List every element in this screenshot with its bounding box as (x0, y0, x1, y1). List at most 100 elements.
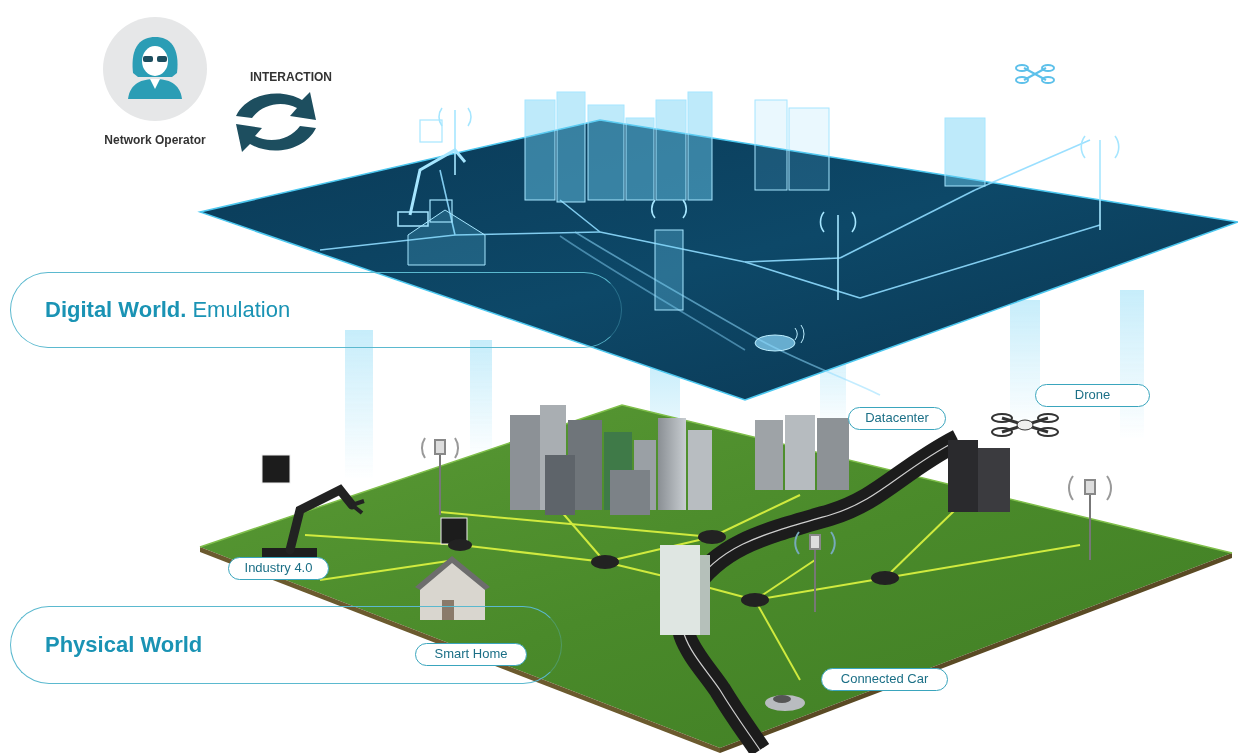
network-link (305, 535, 460, 545)
drone (1038, 414, 1058, 422)
interaction-arrows (236, 92, 316, 120)
node-label: Network Operator (95, 133, 215, 147)
ground-plane (200, 405, 1232, 753)
digital-plane (200, 120, 1238, 400)
drone (992, 428, 1012, 436)
skyscraper (510, 405, 712, 515)
digital-drone (1016, 77, 1028, 83)
cell-tower (422, 438, 1111, 612)
digital-drone (1016, 65, 1054, 83)
digital-building (655, 230, 683, 310)
skyscraper (510, 415, 540, 510)
robot-arm (262, 455, 364, 570)
network-link (885, 510, 955, 578)
digital-building (789, 108, 829, 190)
datacenter-building (817, 418, 849, 490)
robot-arm (262, 455, 290, 483)
digital-drone (1042, 65, 1054, 71)
device-tag: Connected Car (821, 668, 948, 691)
digital-car (755, 325, 804, 351)
drone (992, 414, 1012, 422)
interaction-arrows (236, 92, 316, 152)
digital-building (557, 92, 585, 202)
band-subtitle: Emulation (192, 297, 290, 323)
person-icon (128, 37, 182, 99)
digital-link (745, 258, 840, 262)
datacenter-building (785, 415, 815, 490)
network-link (460, 545, 605, 562)
light-beam (1010, 300, 1040, 430)
network-link (755, 600, 800, 680)
digital-tower (837, 215, 839, 300)
node-label: Drone (1075, 387, 1110, 402)
device-tag: Datacenter (848, 407, 946, 430)
datacenter-building (978, 448, 1010, 512)
device-tag: Industry 4.0 (228, 557, 329, 580)
network-switch (698, 530, 726, 544)
digital-link (840, 190, 975, 258)
network-switch (871, 571, 899, 585)
digital-tower (454, 110, 456, 175)
band-heading: Digital World. (45, 297, 186, 323)
network-link (560, 510, 605, 562)
digital-building (408, 92, 985, 310)
digital-plane (200, 120, 1238, 400)
digital-building (525, 100, 555, 200)
center-building (660, 545, 710, 635)
network-link (440, 512, 712, 537)
robot-arm (290, 490, 352, 550)
skyscraper (610, 470, 650, 515)
network-link (305, 495, 1080, 680)
cell-tower (1085, 480, 1095, 494)
digital-tower (652, 200, 687, 218)
skyscraper (658, 418, 686, 510)
digital-drone (1042, 77, 1054, 83)
cell-tower (795, 532, 835, 554)
ground-plane (200, 547, 720, 753)
cell-tower (1069, 476, 1111, 500)
digital-link (860, 225, 1100, 298)
drone (1017, 420, 1033, 430)
world-band: Digital World.Emulation (10, 272, 622, 348)
cell-tower (422, 438, 458, 458)
network-switch (741, 593, 769, 607)
light-beam (345, 330, 373, 480)
robot-arm (352, 501, 364, 513)
smart-house (415, 556, 490, 590)
car (765, 695, 805, 711)
digital-building (626, 118, 654, 200)
digital-robot-arm (398, 212, 428, 226)
digital-link (560, 200, 600, 232)
digital-building (408, 210, 485, 265)
avatar-circle (103, 17, 207, 121)
network-switch (448, 539, 472, 551)
digital-tower (1099, 140, 1101, 230)
node-label: Smart Home (435, 646, 508, 661)
digital-link (975, 140, 1090, 190)
digital-building (945, 118, 985, 186)
light-beam (1120, 290, 1144, 440)
network-link (712, 495, 800, 537)
digital-drone (1016, 65, 1028, 71)
digital-building (656, 100, 686, 200)
datacenter-building (948, 440, 978, 512)
digital-building (755, 100, 787, 190)
operator-node: Network Operator (95, 15, 215, 147)
network-switch (591, 555, 619, 569)
smart-house (442, 600, 454, 620)
digital-car (755, 335, 795, 351)
skyscraper (688, 430, 712, 510)
network-switch (448, 530, 899, 607)
digital-robot-arm (420, 120, 442, 142)
network-link (755, 578, 885, 600)
ground-plane (200, 405, 1232, 553)
skyscraper (545, 455, 575, 515)
digital-robot-arm (410, 150, 465, 215)
digital-robot-arm (430, 200, 452, 222)
network-link (755, 560, 815, 600)
car (765, 695, 805, 711)
digital-tower (439, 108, 471, 126)
center-building (660, 545, 700, 635)
drone (992, 414, 1058, 436)
interaction-label: INTERACTION (250, 70, 332, 84)
